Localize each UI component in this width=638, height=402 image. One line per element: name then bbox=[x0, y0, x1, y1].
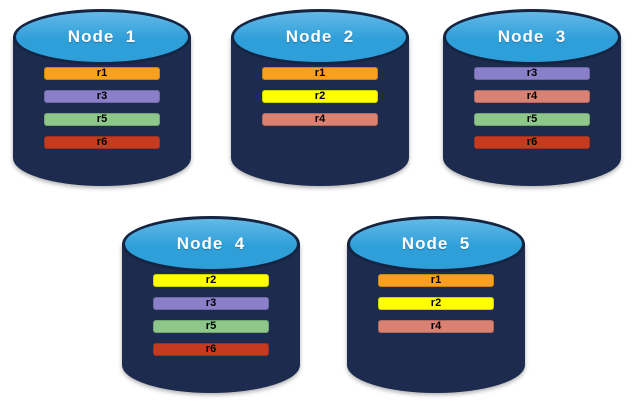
replica-list: r1 r2 r4 bbox=[378, 274, 494, 343]
cylinder-top: Node 1 bbox=[13, 9, 191, 65]
node-3-cylinder: Node 3 r3 r4 r5 r6 bbox=[443, 9, 621, 186]
replica-bar: r5 bbox=[44, 113, 160, 126]
node-2-cylinder: Node 2 r1 r2 r4 bbox=[231, 9, 409, 186]
replica-bar: r2 bbox=[153, 274, 269, 287]
replica-bar: r3 bbox=[474, 67, 590, 80]
cylinder-top: Node 2 bbox=[231, 9, 409, 65]
replica-bar: r1 bbox=[262, 67, 378, 80]
replica-list: r3 r4 r5 r6 bbox=[474, 67, 590, 159]
node-title: Node 4 bbox=[176, 234, 246, 253]
replica-bar: r3 bbox=[44, 90, 160, 103]
replica-bar: r6 bbox=[44, 136, 160, 149]
replica-bar: r4 bbox=[378, 320, 494, 333]
replica-list: r2 r3 r5 r6 bbox=[153, 274, 269, 366]
node-1-cylinder: Node 1 r1 r3 r5 r6 bbox=[13, 9, 191, 186]
replica-bar: r4 bbox=[262, 113, 378, 126]
node-4-cylinder: Node 4 r2 r3 r5 r6 bbox=[122, 216, 300, 393]
replica-bar: r6 bbox=[474, 136, 590, 149]
node-title: Node 2 bbox=[285, 27, 355, 46]
cylinder-top: Node 5 bbox=[347, 216, 525, 272]
cylinder-top: Node 4 bbox=[122, 216, 300, 272]
replica-bar: r5 bbox=[474, 113, 590, 126]
replica-bar: r3 bbox=[153, 297, 269, 310]
replica-bar: r2 bbox=[262, 90, 378, 103]
node-title: Node 1 bbox=[67, 27, 137, 46]
replica-bar: r5 bbox=[153, 320, 269, 333]
cylinder-top: Node 3 bbox=[443, 9, 621, 65]
node-title: Node 5 bbox=[401, 234, 471, 253]
node-5-cylinder: Node 5 r1 r2 r4 bbox=[347, 216, 525, 393]
node-title: Node 3 bbox=[497, 27, 567, 46]
replica-bar: r1 bbox=[378, 274, 494, 287]
replica-bar: r6 bbox=[153, 343, 269, 356]
replica-list: r1 r2 r4 bbox=[262, 67, 378, 136]
replica-bar: r1 bbox=[44, 67, 160, 80]
replica-bar: r4 bbox=[474, 90, 590, 103]
replica-bar: r2 bbox=[378, 297, 494, 310]
replica-list: r1 r3 r5 r6 bbox=[44, 67, 160, 159]
